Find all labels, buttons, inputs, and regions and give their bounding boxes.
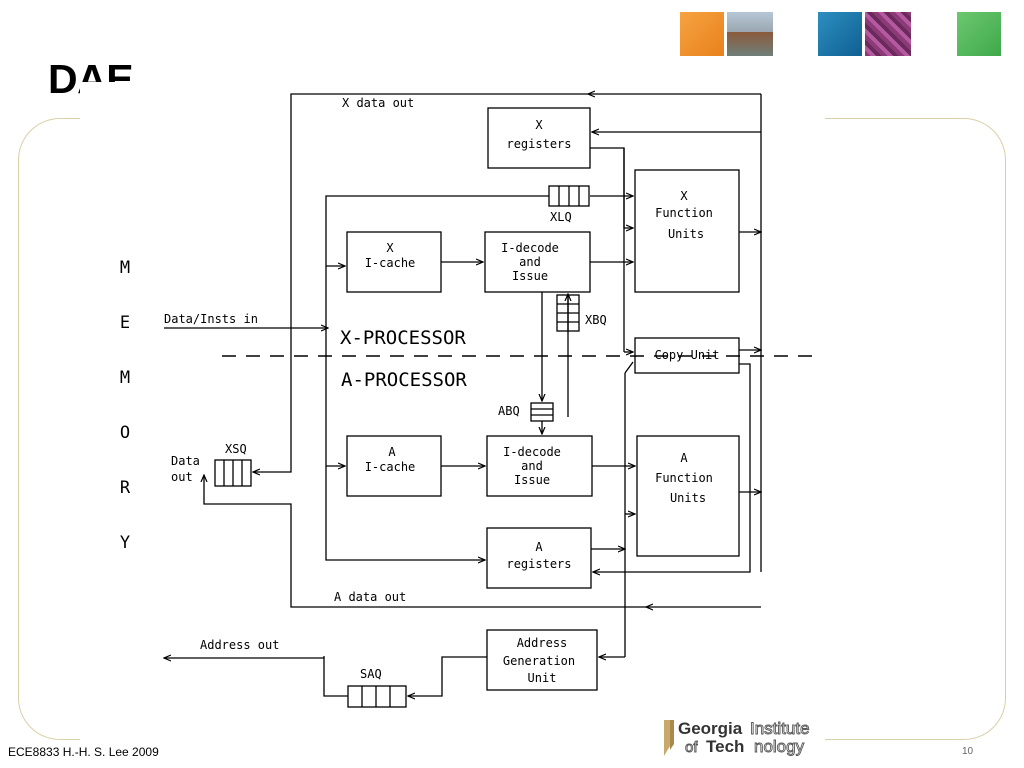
campus-photo-tile [727, 12, 773, 56]
agu-label-2: Generation [503, 654, 575, 668]
xbq-label: XBQ [585, 313, 607, 327]
agu-label-1: Address [517, 636, 568, 650]
saq-label: SAQ [360, 667, 382, 681]
memory-letter-e: E [119, 313, 131, 333]
abq-label: ABQ [498, 404, 520, 418]
x-data-out-label: X data out [342, 96, 414, 110]
agu-label-3: Unit [528, 671, 557, 685]
a-data-out-label: A data out [334, 590, 406, 604]
x-function-units-label-2: Function [655, 206, 713, 220]
x-function-units-box [634, 169, 740, 293]
x-registers-box [487, 107, 591, 169]
a-registers-label-2: registers [506, 557, 571, 571]
georgia-tech-logo: Georgia Institute of Tech nology [660, 716, 875, 762]
memory-letter-r: R [119, 478, 131, 498]
a-registers-box [486, 527, 592, 589]
xlq-label: XLQ [550, 210, 572, 224]
x-idecode-label-2: and [519, 255, 541, 269]
green-tile [957, 12, 1001, 56]
svg-text:Tech: Tech [706, 737, 744, 756]
a-function-units-label-1: A [680, 451, 688, 465]
a-icache-label-2: I-cache [365, 460, 416, 474]
blue-tile [818, 12, 862, 56]
a-function-units-label-2: Function [655, 471, 713, 485]
saq-queue [347, 685, 407, 708]
xsq-label: XSQ [225, 442, 247, 456]
data-out-label-2: out [171, 470, 193, 484]
x-registers-label-2: registers [506, 137, 571, 151]
x-idecode-label-1: I-decode [501, 241, 559, 255]
x-registers-label-1: X [535, 118, 543, 132]
page-number: 10 [962, 746, 974, 757]
svg-text:nology: nology [754, 737, 805, 756]
memory-letter-m2: M [119, 368, 131, 388]
a-idecode-label-3: Issue [514, 473, 550, 487]
svg-text:Georgia: Georgia [678, 719, 743, 738]
orange-tile [680, 12, 724, 56]
dae-block-diagram: X data out X registers XLQ X Function Un… [80, 82, 825, 740]
a-function-units-label-3: Units [670, 491, 706, 505]
address-out-label: Address out [200, 638, 279, 652]
circuit-photo-tile [865, 12, 911, 56]
a-registers-label-1: A [535, 540, 543, 554]
a-icache-label-1: A [388, 445, 396, 459]
x-icache-label-1: X [386, 241, 394, 255]
a-idecode-label-2: and [521, 459, 543, 473]
a-function-units-box [636, 435, 740, 557]
x-idecode-label-3: Issue [512, 269, 548, 283]
x-function-units-label-1: X [680, 189, 688, 203]
xsq-queue [214, 459, 252, 487]
footer-credit: ECE8833 H.-H. S. Lee 2009 [8, 745, 159, 759]
data-insts-in-label: Data/Insts in [164, 312, 258, 326]
x-processor-label: X-PROCESSOR [340, 327, 466, 349]
memory-letter-y: Y [119, 533, 131, 553]
svg-text:Institute: Institute [750, 719, 810, 738]
a-processor-label: A-PROCESSOR [341, 369, 467, 391]
copy-unit-label: Copy Unit [654, 348, 719, 362]
svg-text:of: of [685, 739, 698, 756]
address-generation-unit-box [486, 629, 598, 691]
x-function-units-label-3: Units [668, 227, 704, 241]
memory-letter-m: M [119, 258, 131, 278]
data-out-label-1: Data [171, 454, 200, 468]
memory-letter-o: O [119, 423, 131, 443]
a-idecode-label-1: I-decode [503, 445, 561, 459]
memory-label: M E M O R Y [110, 258, 140, 588]
x-icache-label-2: I-cache [365, 256, 416, 270]
